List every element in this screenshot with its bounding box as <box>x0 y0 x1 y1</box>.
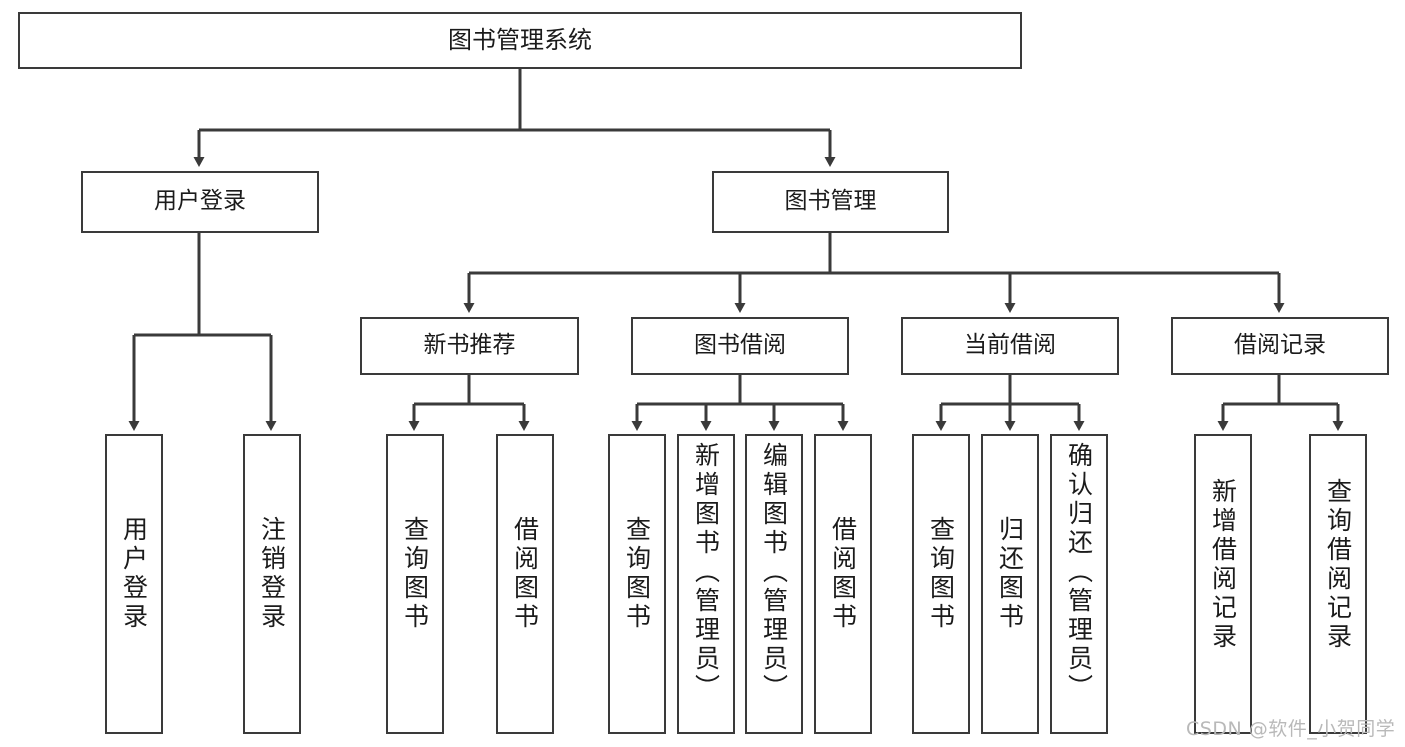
node-leaf-query-book-current[interactable]: 查询图书 <box>912 434 970 734</box>
node-borrow-record[interactable]: 借阅记录 <box>1171 317 1389 375</box>
node-label: 当前借阅 <box>964 332 1056 359</box>
node-leaf-return-book[interactable]: 归还图书 <box>981 434 1039 734</box>
node-label: 编辑图书（管理员） <box>759 442 789 703</box>
node-label: 用户登录 <box>154 188 246 215</box>
node-book-borrow[interactable]: 图书借阅 <box>631 317 849 375</box>
node-label: 借阅图书 <box>510 516 540 632</box>
node-leaf-add-book-admin[interactable]: 新增图书（管理员） <box>677 434 735 734</box>
node-leaf-query-book-recommend[interactable]: 查询图书 <box>386 434 444 734</box>
node-leaf-confirm-return-admin[interactable]: 确认归还（管理员） <box>1050 434 1108 734</box>
node-label: 借阅记录 <box>1234 332 1326 359</box>
node-leaf-edit-book-admin[interactable]: 编辑图书（管理员） <box>745 434 803 734</box>
node-label: 查询图书 <box>926 516 956 632</box>
node-book-management[interactable]: 图书管理 <box>712 171 949 233</box>
node-label: 新增借阅记录 <box>1208 478 1238 652</box>
node-label: 新书推荐 <box>423 332 516 359</box>
node-root-book-management-system[interactable]: 图书管理系统 <box>18 12 1022 69</box>
node-leaf-add-borrow-record[interactable]: 新增借阅记录 <box>1194 434 1252 734</box>
csdn-watermark: CSDN @软件_小贺同学 <box>1186 718 1396 740</box>
node-label: 查询借阅记录 <box>1323 478 1353 652</box>
node-leaf-user-logout[interactable]: 注销登录 <box>243 434 301 734</box>
node-label: 确认归还（管理员） <box>1064 442 1094 703</box>
node-label: 图书借阅 <box>694 332 786 359</box>
node-label: 借阅图书 <box>828 516 858 632</box>
node-user-login[interactable]: 用户登录 <box>81 171 319 233</box>
node-label: 查询图书 <box>622 516 652 632</box>
node-label: 注销登录 <box>257 516 287 632</box>
node-label: 新增图书（管理员） <box>691 442 721 703</box>
node-current-borrow[interactable]: 当前借阅 <box>901 317 1119 375</box>
node-label: 归还图书 <box>995 516 1025 632</box>
node-leaf-borrow-book-recommend[interactable]: 借阅图书 <box>496 434 554 734</box>
node-leaf-borrow-book[interactable]: 借阅图书 <box>814 434 872 734</box>
node-label: 图书管理系统 <box>448 26 592 55</box>
node-leaf-query-borrow-record[interactable]: 查询借阅记录 <box>1309 434 1367 734</box>
node-new-book-recommend[interactable]: 新书推荐 <box>360 317 579 375</box>
node-leaf-user-login[interactable]: 用户登录 <box>105 434 163 734</box>
node-label: 用户登录 <box>119 516 149 632</box>
node-label: 查询图书 <box>400 516 430 632</box>
node-label: 图书管理 <box>784 188 877 215</box>
node-leaf-query-book-borrow[interactable]: 查询图书 <box>608 434 666 734</box>
